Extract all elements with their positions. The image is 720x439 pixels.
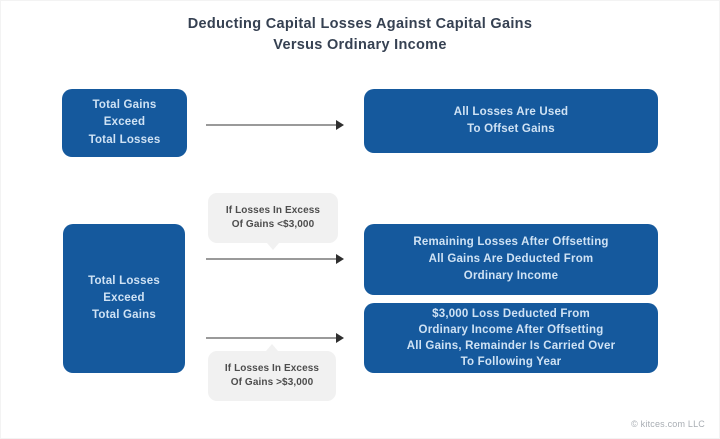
node-total-losses-exceed-total-gains: Total Losses Exceed Total Gains [63,224,185,373]
node-remaining-losses-deducted-ordinary-income: Remaining Losses After Offsetting All Ga… [364,224,658,295]
copyright-attribution: © kitces.com LLC [631,419,705,429]
node-total-gains-exceed-total-losses: Total Gains Exceed Total Losses [62,89,187,157]
diagram-title: Deducting Capital Losses Against Capital… [187,16,533,54]
node-3000-loss-deducted-carryover: $3,000 Loss Deducted From Ordinary Incom… [364,303,658,373]
node-all-losses-used-to-offset-gains: All Losses Are Used To Offset Gains [364,89,658,153]
condition-losses-under-3000: If Losses In Excess Of Gains <$3,000 [208,193,338,250]
condition-losses-over-3000: If Losses In Excess Of Gains >$3,000 [208,344,336,401]
arrow-losses-to-carryover-result [206,333,344,343]
arrow-gains-to-result [206,120,344,130]
arrow-losses-to-remaining-result [206,254,344,264]
